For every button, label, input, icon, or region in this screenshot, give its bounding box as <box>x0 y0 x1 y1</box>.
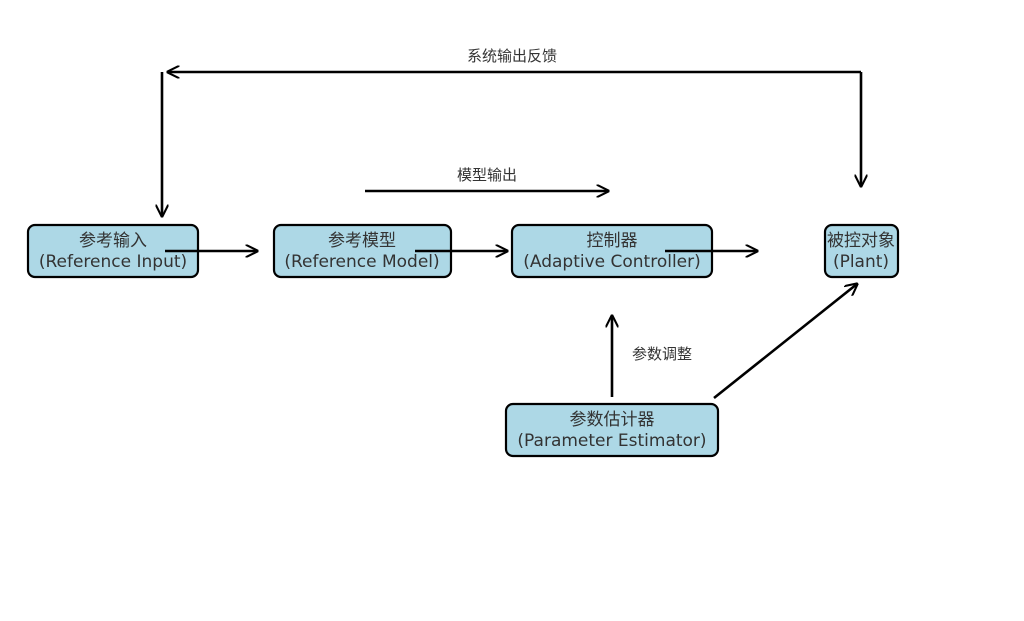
node-reference-input-subtitle: (Reference Input) <box>39 252 187 272</box>
edge-label-model-output: 模型输出 <box>457 166 517 184</box>
node-reference-model-subtitle: (Reference Model) <box>284 252 439 272</box>
node-adaptive-controller: 控制器 (Adaptive Controller) <box>510 223 714 279</box>
node-reference-input-title: 参考输入 <box>79 231 147 251</box>
node-reference-input: 参考输入 (Reference Input) <box>26 223 200 279</box>
node-parameter-estimator: 参数估计器 (Parameter Estimator) <box>504 402 720 458</box>
node-adaptive-controller-subtitle: (Adaptive Controller) <box>523 252 701 272</box>
node-plant-subtitle: (Plant) <box>833 252 889 272</box>
estimator-to-plant-arrow <box>713 284 857 400</box>
node-adaptive-controller-title: 控制器 <box>587 231 638 251</box>
node-plant: 被控对象 (Plant) <box>823 223 900 279</box>
node-parameter-estimator-subtitle: (Parameter Estimator) <box>517 431 706 451</box>
node-reference-model-title: 参考模型 <box>328 231 396 251</box>
edge-label-parameter-adjust: 参数调整 <box>632 345 692 363</box>
node-parameter-estimator-title: 参数估计器 <box>570 410 655 430</box>
edge-label-feedback: 系统输出反馈 <box>467 47 557 65</box>
node-plant-title: 被控对象 <box>827 231 895 251</box>
